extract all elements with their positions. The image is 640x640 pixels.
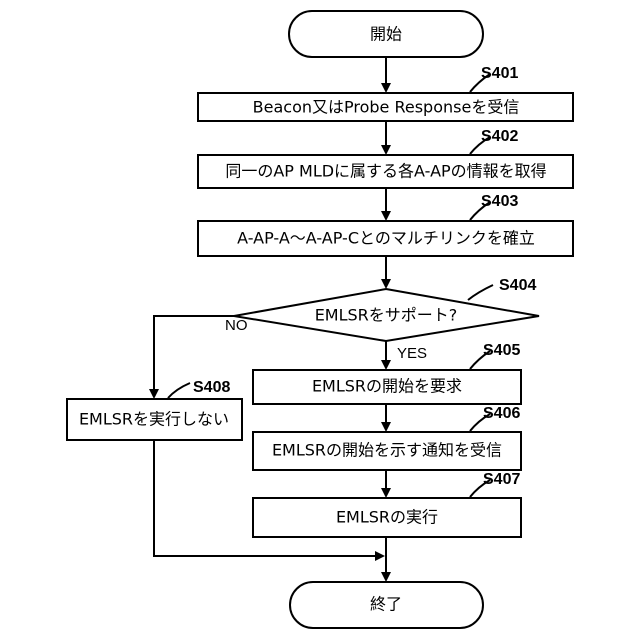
step-label: EMLSRを実行しない — [79, 410, 229, 429]
step-leader-line — [168, 383, 190, 398]
step-number: S406 — [483, 405, 520, 422]
start-node: 開始 — [289, 11, 483, 57]
yes-branch-label: YES — [397, 345, 427, 362]
end-node: 終了 — [290, 582, 483, 628]
start-label: 開始 — [370, 25, 402, 44]
arrowhead-icon — [381, 488, 391, 498]
step-number: S402 — [481, 128, 518, 145]
step-label: EMLSRの実行 — [336, 508, 438, 527]
step-number: S408 — [193, 379, 230, 396]
step-label: 同一のAP MLDに属する各A-APの情報を取得 — [225, 162, 546, 181]
no-branch-label: NO — [225, 317, 248, 334]
arrowhead-icon — [381, 211, 391, 221]
step-number: S405 — [483, 342, 520, 359]
step-leader-line — [468, 285, 493, 300]
arrowhead-icon — [381, 360, 391, 370]
step-label: EMLSRの開始を示す通知を受信 — [272, 441, 502, 460]
arrowhead-icon — [381, 145, 391, 155]
arrowhead-icon — [375, 551, 385, 561]
step-number: S401 — [481, 65, 518, 82]
step-label: Beacon又はProbe Responseを受信 — [253, 98, 520, 117]
step-label: EMLSRの開始を要求 — [312, 377, 462, 396]
arrowhead-icon — [149, 389, 159, 399]
step-number: S407 — [483, 471, 520, 488]
arrowhead-icon — [381, 572, 391, 582]
step-number: S404 — [499, 277, 536, 294]
end-label: 終了 — [370, 595, 402, 614]
arrowhead-icon — [381, 279, 391, 289]
step-number: S403 — [481, 193, 518, 210]
decision-label: EMLSRをサポート? — [315, 306, 458, 325]
arrowhead-icon — [381, 83, 391, 93]
step-label: A-AP-A～A-AP-Cとのマルチリンクを確立 — [237, 229, 535, 248]
arrowhead-icon — [381, 422, 391, 432]
